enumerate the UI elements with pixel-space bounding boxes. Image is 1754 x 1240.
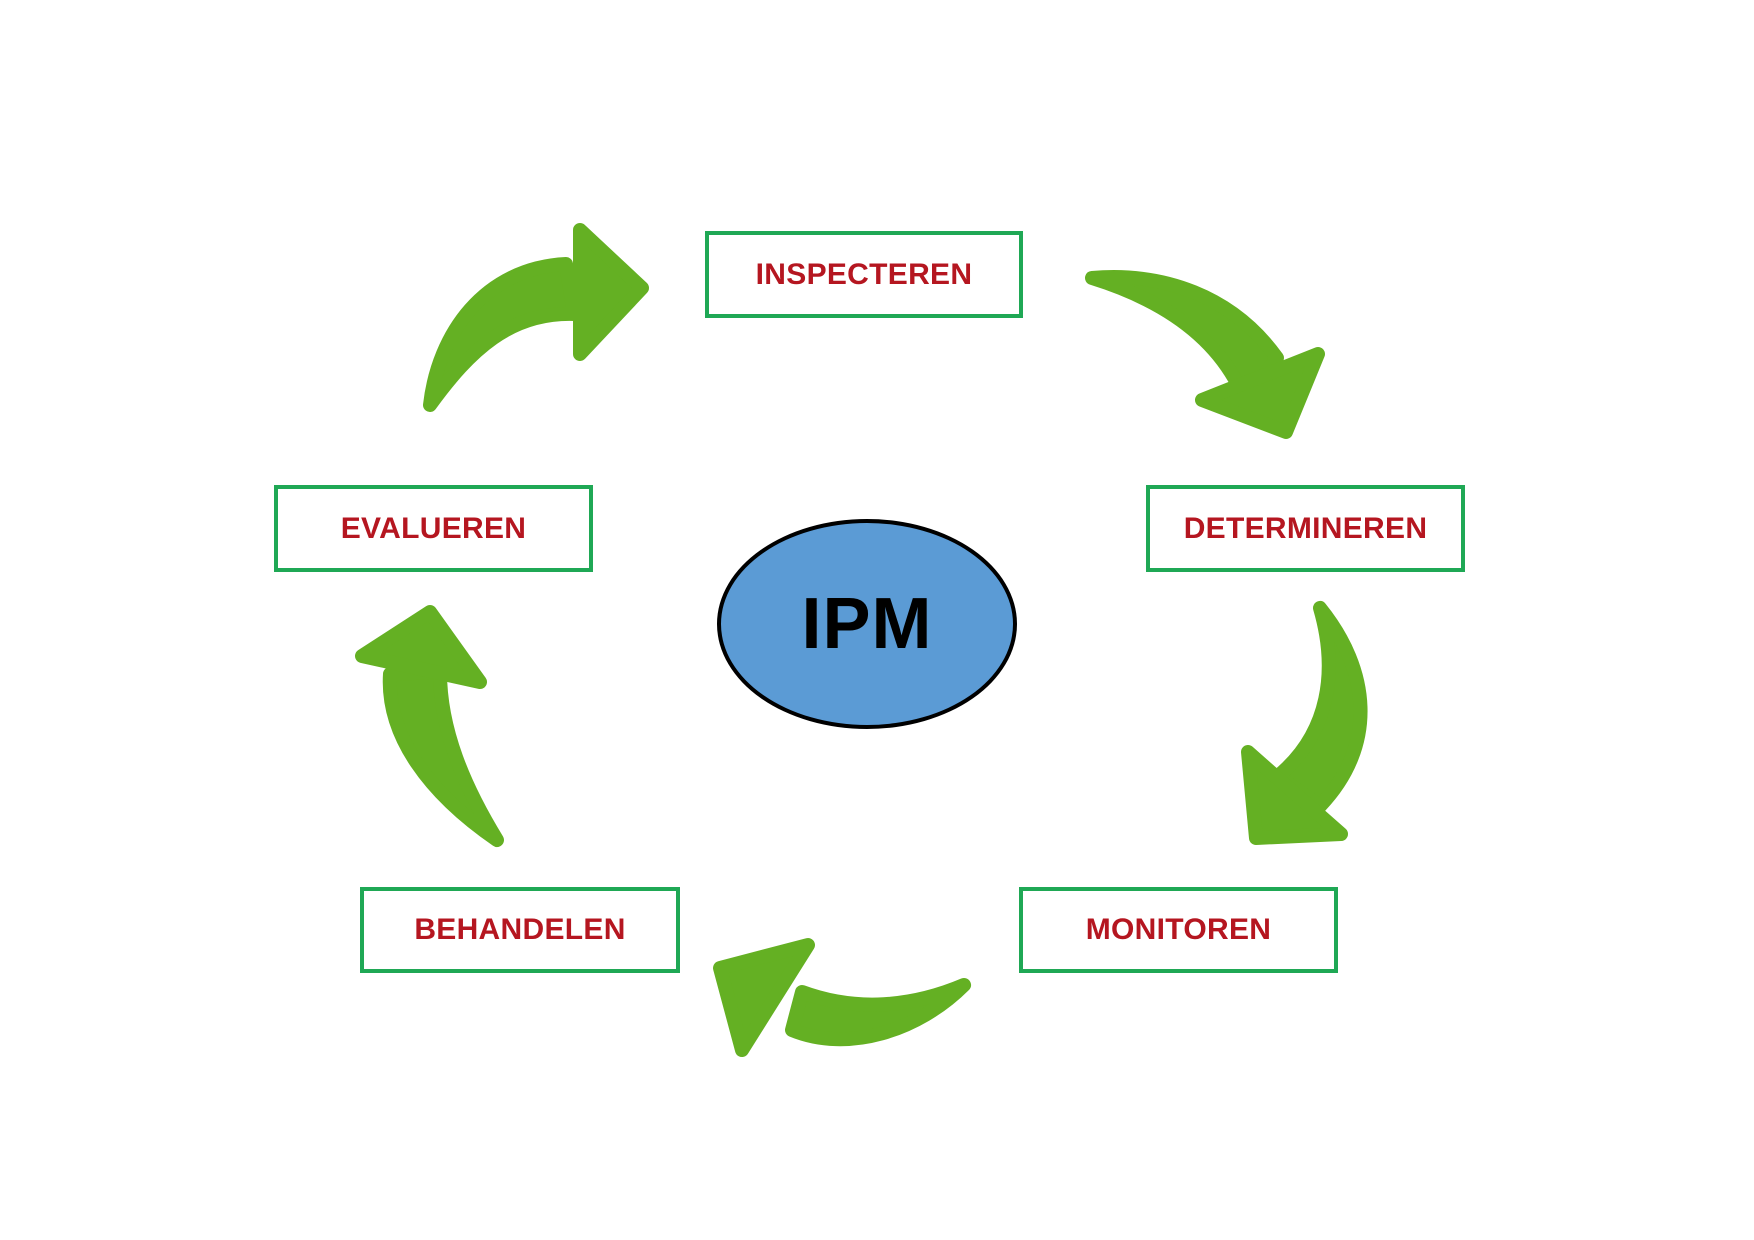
arrow-inspecteren-to-determineren-head <box>1195 347 1325 439</box>
arrow-evalueren-to-inspecteren-head <box>573 223 649 361</box>
step-label-monitoren: MONITOREN <box>1085 913 1272 946</box>
step-box-monitoren: MONITOREN <box>1019 887 1338 973</box>
arrow-monitoren-to-behandelen <box>785 978 971 1047</box>
arrow-determineren-to-monitoren-head <box>1241 745 1348 845</box>
step-label-behandelen: BEHANDELEN <box>414 913 626 946</box>
step-box-determineren: DETERMINEREN <box>1146 485 1465 572</box>
arrow-determineren-to-monitoren <box>1271 601 1368 813</box>
step-box-inspecteren: INSPECTEREN <box>705 231 1023 318</box>
arrow-behandelen-to-evalueren-head <box>355 605 487 689</box>
step-box-behandelen: BEHANDELEN <box>360 887 680 973</box>
step-box-evalueren: EVALUEREN <box>274 485 593 572</box>
arrow-behandelen-to-evalueren <box>382 665 504 847</box>
step-label-inspecteren: INSPECTEREN <box>755 257 973 291</box>
center-label: IPM <box>801 584 933 664</box>
center-ellipse: IPM <box>717 519 1017 729</box>
step-label-evalueren: EVALUEREN <box>340 511 527 545</box>
arrow-monitoren-to-behandelen-head <box>713 938 815 1057</box>
step-label-determineren: DETERMINEREN <box>1183 511 1428 545</box>
arrow-evalueren-to-inspecteren <box>423 257 581 412</box>
